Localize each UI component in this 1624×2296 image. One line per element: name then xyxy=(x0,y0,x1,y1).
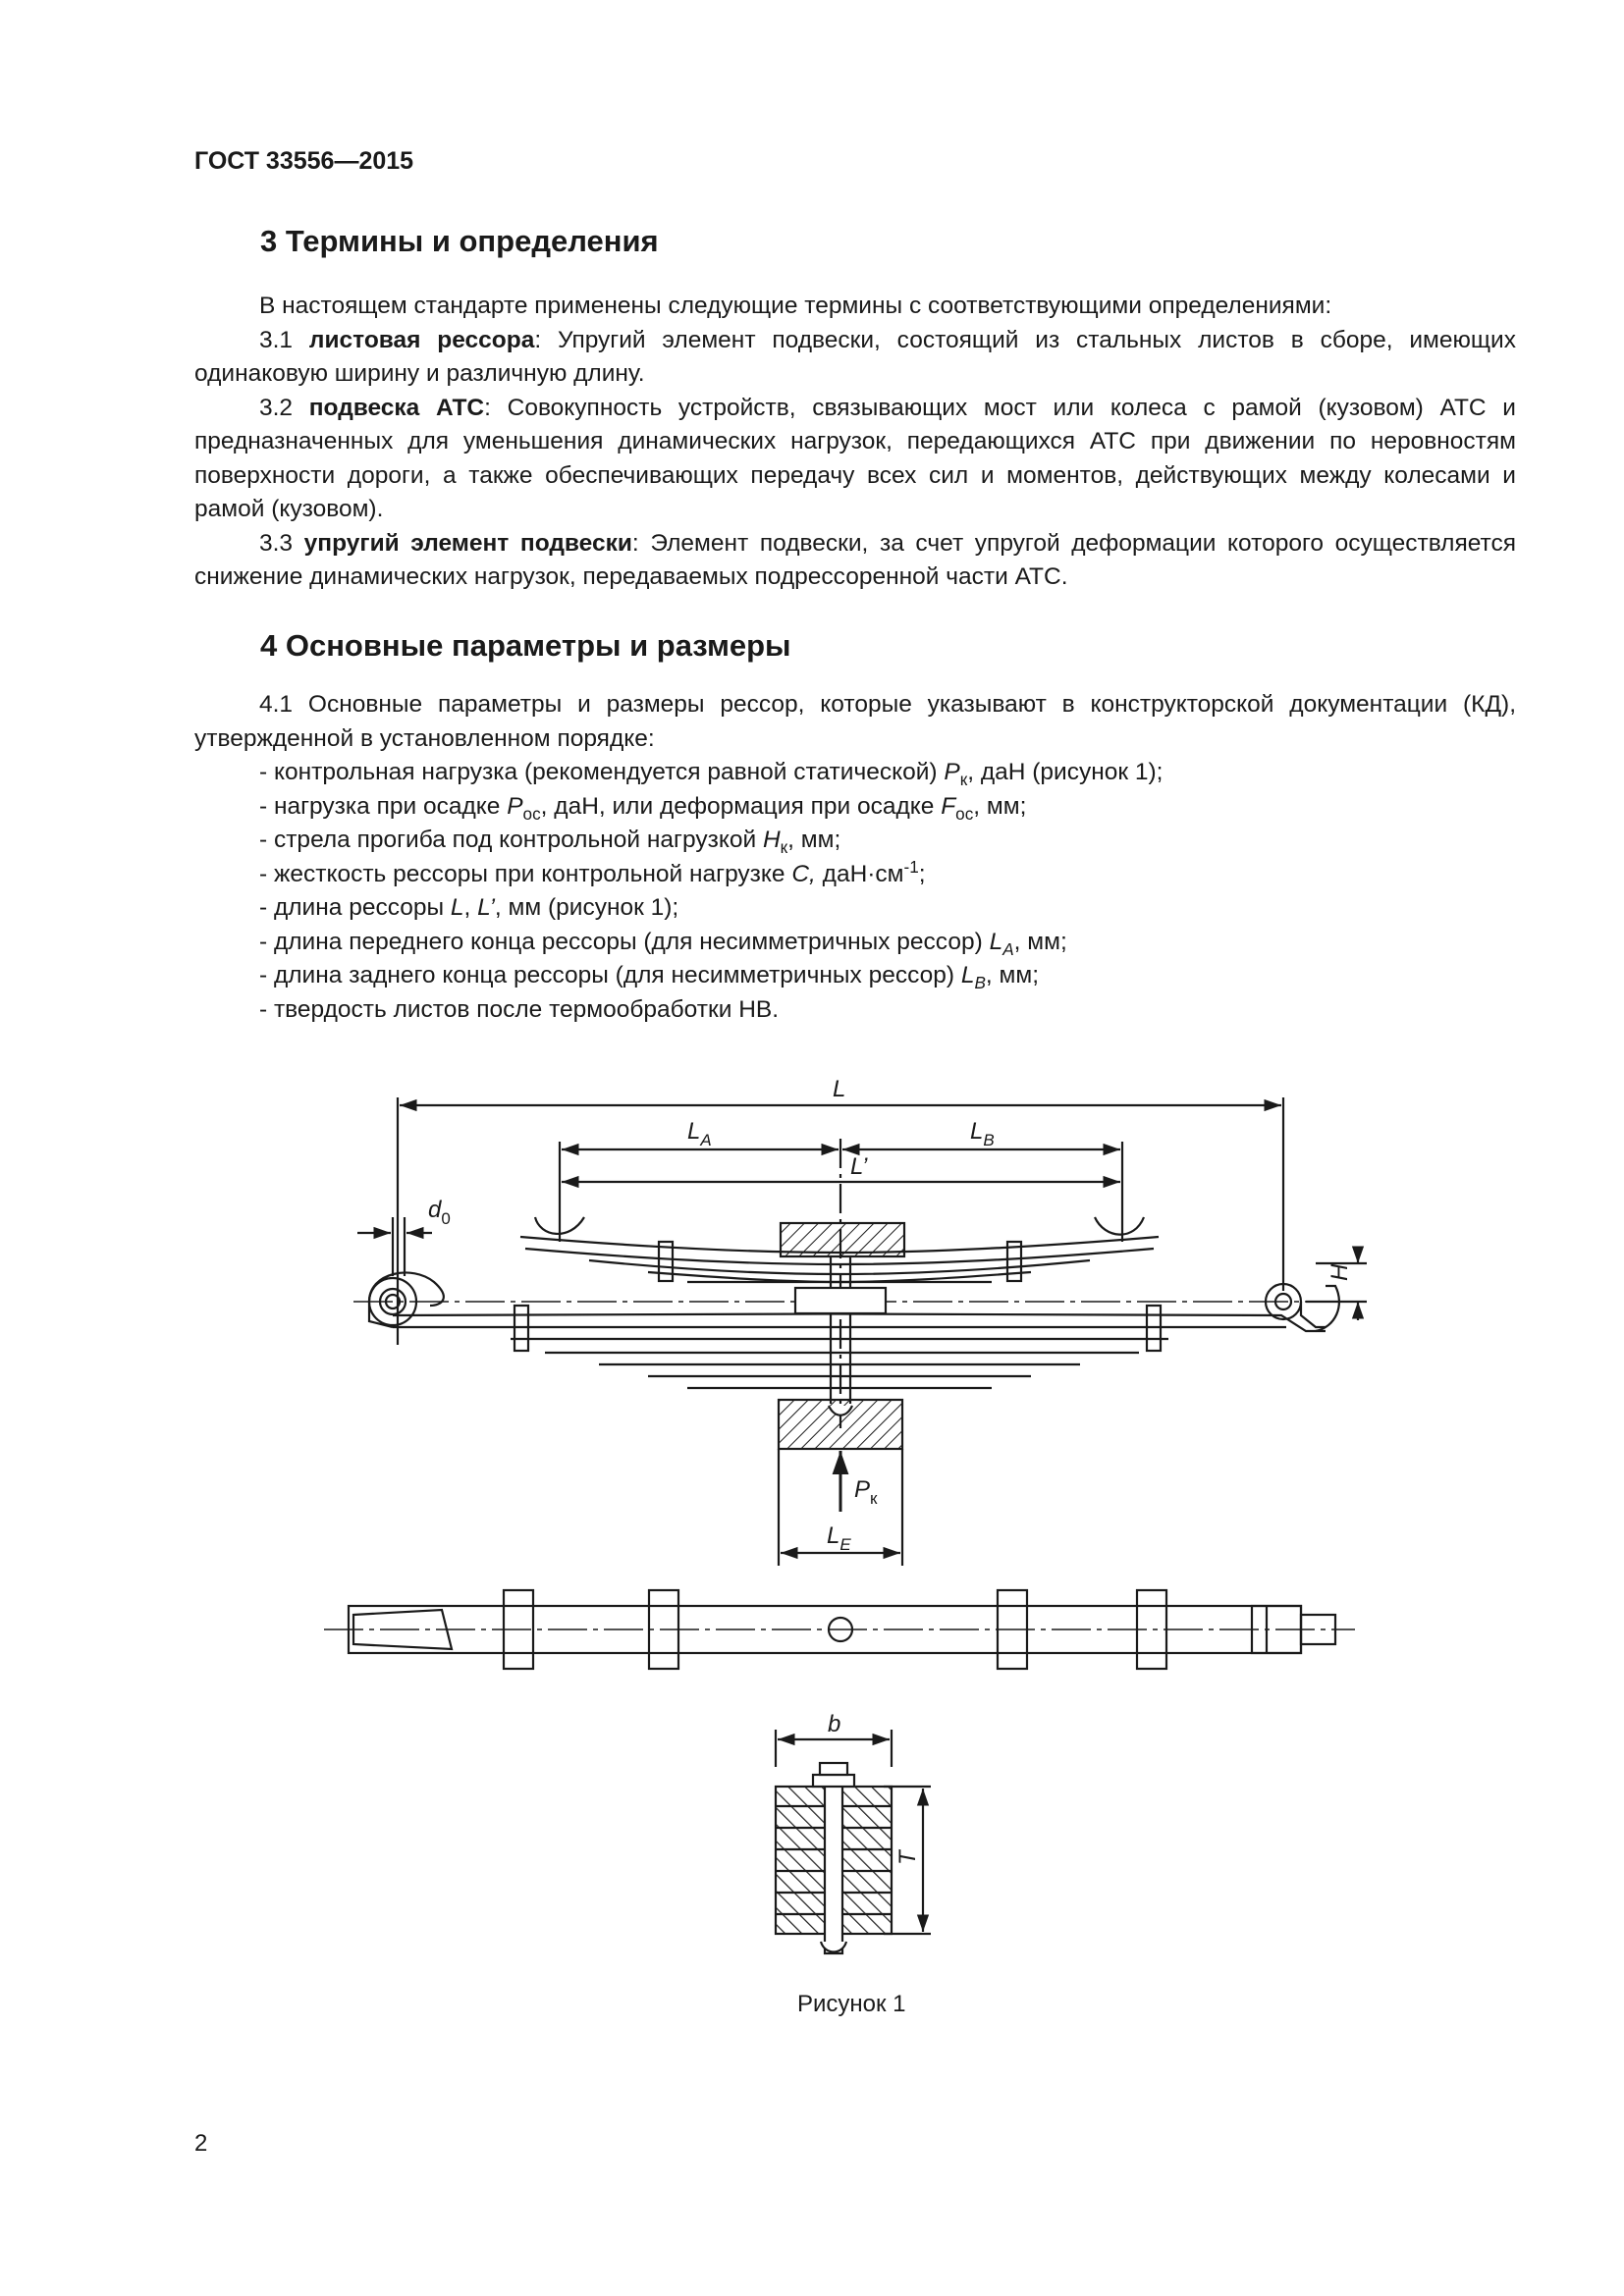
param-item: - нагрузка при осадке Pос, даН, или дефо… xyxy=(194,790,1516,825)
label-Pk: Pк xyxy=(854,1476,878,1508)
item-subscript: ос xyxy=(955,803,974,824)
label-L-prime: L’ xyxy=(850,1153,868,1180)
item-text: - длина переднего конца рессоры (для нес… xyxy=(259,928,990,955)
term-name: упругий элемент подвески xyxy=(303,529,632,557)
spacer-block xyxy=(793,1286,888,1315)
label-L: L xyxy=(833,1076,845,1102)
page-number: 2 xyxy=(194,2130,208,2157)
item-text: - нагрузка при осадке xyxy=(259,792,508,820)
param-item: - контрольная нагрузка (рекомендуется ра… xyxy=(194,756,1516,790)
param-item: - длина рессоры L, L’, мм (рисунок 1); xyxy=(194,891,1516,926)
item-subscript: ос xyxy=(522,803,541,824)
upper-clamp-block xyxy=(779,1221,906,1258)
spring-plan-view xyxy=(324,1588,1355,1671)
item-text: ; xyxy=(918,860,926,887)
param-item: - твердость листов после термообработки … xyxy=(194,993,1516,1028)
spring-section-view xyxy=(774,1730,931,1955)
item-symbol: L’ xyxy=(477,894,495,921)
item-text: , мм; xyxy=(973,792,1027,820)
section-4-intro: 4.1 Основные параметры и размеры рессор,… xyxy=(194,691,1516,752)
dimension-LE xyxy=(777,1449,904,1566)
item-text: , мм (рисунок 1); xyxy=(494,894,679,921)
label-H: H xyxy=(1326,1263,1353,1281)
label-T: T xyxy=(894,1848,921,1865)
term-3-3: 3.3 упругий элемент подвески: Элемент по… xyxy=(194,527,1516,595)
section-3-intro: В настоящем стандарте применены следующи… xyxy=(259,293,1332,319)
item-symbol: L xyxy=(450,894,464,921)
item-text: - длина заднего конца рессоры (для несим… xyxy=(259,962,961,988)
dimension-L xyxy=(396,1097,1285,1345)
item-text: , xyxy=(463,894,478,921)
item-symbol: F xyxy=(941,792,956,820)
label-LE: LE xyxy=(827,1522,851,1554)
spring-loaded xyxy=(353,1256,1360,1404)
item-text: даН·см xyxy=(815,860,904,887)
term-number: 3.1 xyxy=(259,326,309,353)
dimension-d0 xyxy=(357,1217,432,1276)
item-text: - контрольная нагрузка (рекомендуется ра… xyxy=(259,759,945,785)
item-text: - жесткость рессоры при контрольной нагр… xyxy=(259,860,792,887)
item-symbol: C, xyxy=(791,860,816,887)
document-code: ГОСТ 33556—2015 xyxy=(194,147,414,175)
term-number: 3.3 xyxy=(259,529,304,557)
section-3-body: В настоящем стандарте применены следующи… xyxy=(194,290,1516,595)
item-text: , мм; xyxy=(985,962,1039,988)
label-LA: LA xyxy=(687,1118,712,1149)
term-definition: : Упругий элемент подвески, состоящий из… xyxy=(194,326,1516,388)
term-number: 3.2 xyxy=(259,394,309,421)
item-symbol: H xyxy=(762,827,781,853)
param-item: - длина переднего конца рессоры (для нес… xyxy=(194,926,1516,960)
param-item: - жесткость рессоры при контрольной нагр… xyxy=(194,858,1516,892)
term-3-2: 3.2 подвеска АТС: Совокупность устройств… xyxy=(194,392,1516,527)
param-item: - длина заднего конца рессоры (для несим… xyxy=(194,959,1516,993)
label-b: b xyxy=(828,1711,840,1737)
term-definition: : Совокупность устройств, связывающих мо… xyxy=(194,394,1516,523)
item-text: , мм; xyxy=(1013,928,1067,955)
section-3-title: 3 Термины и определения xyxy=(260,224,659,258)
term-name: листовая рессора xyxy=(308,326,535,353)
item-superscript: -1 xyxy=(903,856,919,877)
label-LB: LB xyxy=(970,1118,995,1149)
section-4-body: 4.1 Основные параметры и размеры рессор,… xyxy=(194,688,1516,1027)
figure-caption: Рисунок 1 xyxy=(797,1991,906,2017)
item-text: - стрела прогиба под контрольной нагрузк… xyxy=(259,827,763,853)
item-subscript: к xyxy=(780,836,788,857)
item-text: , даН, или деформация при осадке xyxy=(540,792,942,820)
item-text: , даН (рисунок 1); xyxy=(967,759,1164,785)
item-subscript: A xyxy=(1002,938,1014,959)
item-text: - твердость листов после термообработки … xyxy=(259,995,780,1023)
label-d0: d0 xyxy=(428,1197,451,1228)
param-item: - стрела прогиба под контрольной нагрузк… xyxy=(194,824,1516,858)
term-3-1: 3.1 листовая рессора: Упругий элемент по… xyxy=(194,324,1516,392)
item-subscript: к xyxy=(959,769,968,789)
term-definition: : Элемент подвески, за счет упругой дефо… xyxy=(194,529,1516,591)
dimension-H xyxy=(1306,1246,1367,1320)
item-symbol: P xyxy=(944,759,960,785)
section-4-title: 4 Основные параметры и размеры xyxy=(260,628,791,663)
term-name: подвеска АТС xyxy=(308,394,485,421)
item-symbol: L xyxy=(989,928,1003,955)
item-subscript: B xyxy=(974,972,986,992)
dimension-LA-LB xyxy=(558,1139,1124,1428)
item-symbol: P xyxy=(507,792,523,820)
item-text: - длина рессоры xyxy=(259,894,451,921)
item-symbol: L xyxy=(960,962,975,988)
item-text: , мм; xyxy=(787,827,841,853)
